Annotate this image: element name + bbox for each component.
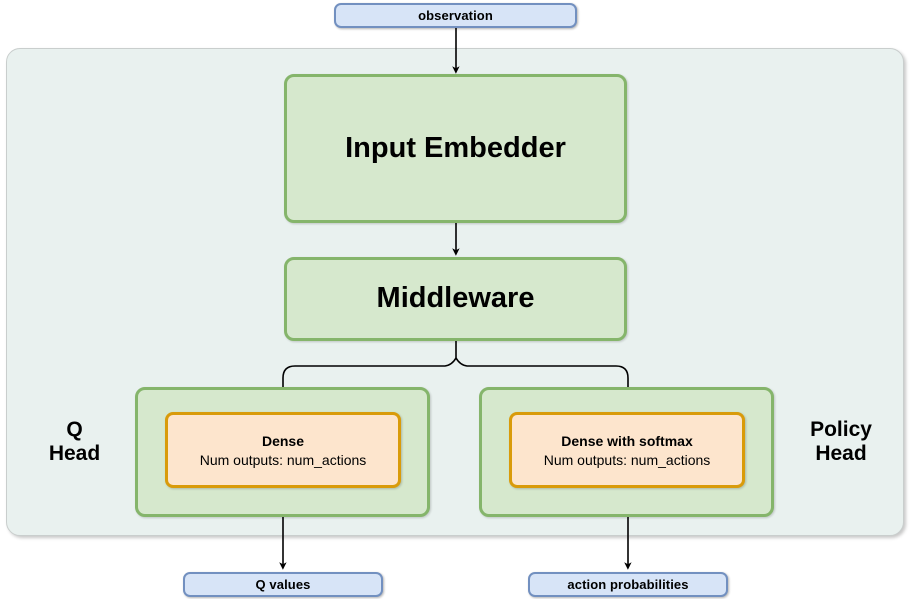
node-policy-head-dense-softmax[interactable]: Dense with softmax Num outputs: num_acti… [509,412,745,488]
node-middleware[interactable]: Middleware [284,257,627,341]
node-observation[interactable]: observation [334,3,577,28]
q-head-side-label: Q Head [48,418,101,466]
policy-head-dense-subtitle: Num outputs: num_actions [543,451,711,468]
node-action-probabilities-output[interactable]: action probabilities [528,572,728,597]
policy-head-dense-title: Dense with softmax [561,432,693,449]
input-embedder-label: Input Embedder [345,131,566,164]
q-values-label: Q values [255,577,311,592]
node-input-embedder[interactable]: Input Embedder [284,74,627,223]
middleware-label: Middleware [376,282,535,315]
observation-label: observation [418,8,493,23]
action-probabilities-label: action probabilities [567,577,689,592]
node-q-values-output[interactable]: Q values [183,572,383,597]
q-head-dense-title: Dense [261,432,305,449]
q-head-dense-subtitle: Num outputs: num_actions [199,451,367,468]
policy-head-side-label: Policy Head [810,418,872,466]
node-q-head-dense[interactable]: Dense Num outputs: num_actions [165,412,401,488]
